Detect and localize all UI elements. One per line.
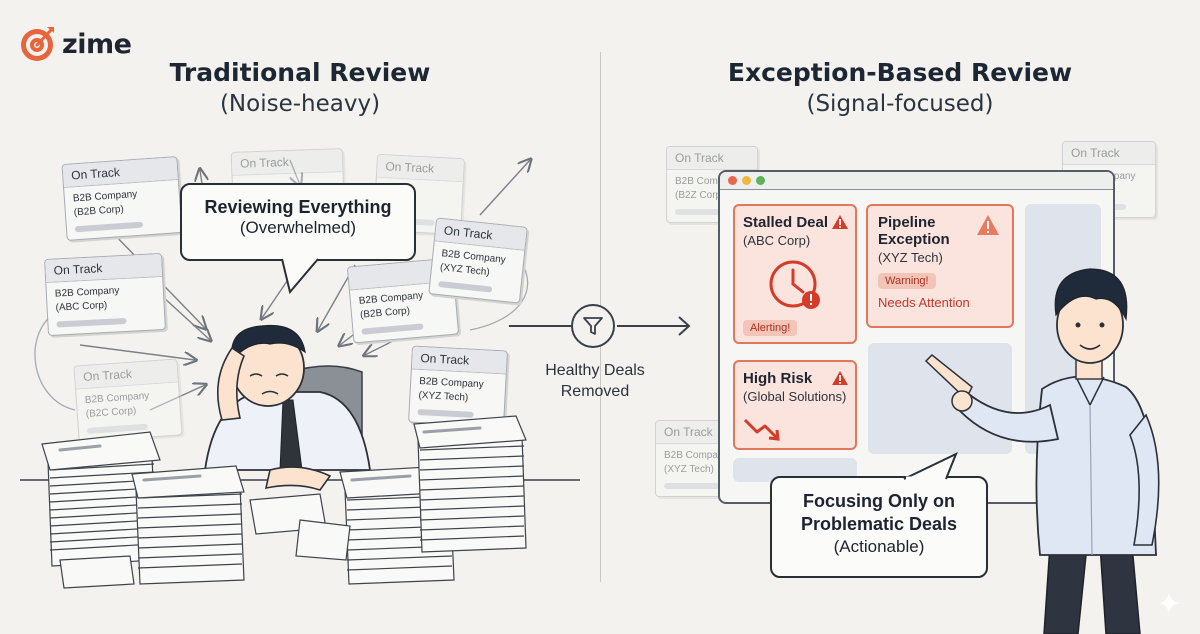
target-logo-icon (21, 27, 54, 61)
window-titlebar (720, 172, 1113, 190)
bubble-line2: Problematic Deals (800, 514, 958, 535)
paper-stack-left (41, 431, 161, 567)
zime-logo: zime (18, 24, 132, 64)
alert-title: High Risk (743, 370, 813, 387)
right-subtitle: (Signal-focused) (806, 91, 994, 117)
alert-sub: (ABC Corp) (743, 233, 811, 248)
filter-funnel-icon (571, 304, 615, 348)
alert-title-line1: Pipeline (878, 214, 936, 231)
warning-badge: Warning! (878, 273, 936, 289)
alert-sub: (XYZ Tech) (878, 250, 943, 265)
focusing-bubble: Focusing Only on Problematic Deals (Acti… (770, 476, 988, 578)
filter-label: Healthy Deals Removed (545, 362, 645, 400)
left-heading: Traditional Review (Noise-heavy) (150, 58, 450, 117)
needs-attention-text: Needs Attention (878, 295, 970, 310)
left-subtitle: (Noise-heavy) (219, 91, 381, 117)
warning-icon (977, 215, 999, 235)
alert-sub: (Global Solutions) (743, 389, 847, 404)
alert-title: Stalled Deal (743, 214, 829, 231)
paper-stack-center (131, 465, 245, 585)
bubble-line1: Focusing Only on (803, 491, 955, 511)
bubble-tail (903, 452, 958, 480)
brand-name: zime (62, 28, 132, 60)
sparkle-icon (1158, 592, 1180, 614)
alert-title-line2: Exception (878, 231, 950, 248)
paper-stack-right (413, 415, 527, 553)
high-risk-alert: High Risk (Global Solutions) (733, 360, 857, 450)
left-title: Traditional Review (169, 58, 431, 87)
presenter-person-illustration (924, 268, 1160, 634)
alerting-badge: Alerting! (743, 320, 798, 336)
downtrend-arrow-icon (743, 418, 780, 441)
right-heading: Exception-Based Review (Signal-focused) (700, 58, 1100, 117)
overwhelmed-person-illustration (41, 324, 527, 589)
bubble-line3: (Actionable) (833, 536, 925, 556)
minimize-dot-icon (742, 176, 751, 185)
close-dot-icon (728, 176, 737, 185)
bubble-line2: (Overwhelmed) (239, 218, 357, 237)
pipeline-exception-alert: Pipeline Exception (XYZ Tech) Warning! N… (866, 204, 1014, 328)
bubble-tail (281, 258, 319, 295)
right-title: Exception-Based Review (727, 58, 1073, 87)
filter-arrow (509, 316, 691, 336)
maximize-dot-icon (756, 176, 765, 185)
reviewing-everything-bubble: Reviewing Everything (Overwhelmed) (180, 183, 416, 261)
bubble-line1: Reviewing Everything (204, 197, 392, 217)
warning-icon (832, 215, 848, 229)
warning-icon (832, 371, 848, 385)
stalled-deal-alert: Stalled Deal (ABC Corp) Alerting! (733, 204, 857, 344)
stalled-clock-icon (769, 260, 820, 309)
